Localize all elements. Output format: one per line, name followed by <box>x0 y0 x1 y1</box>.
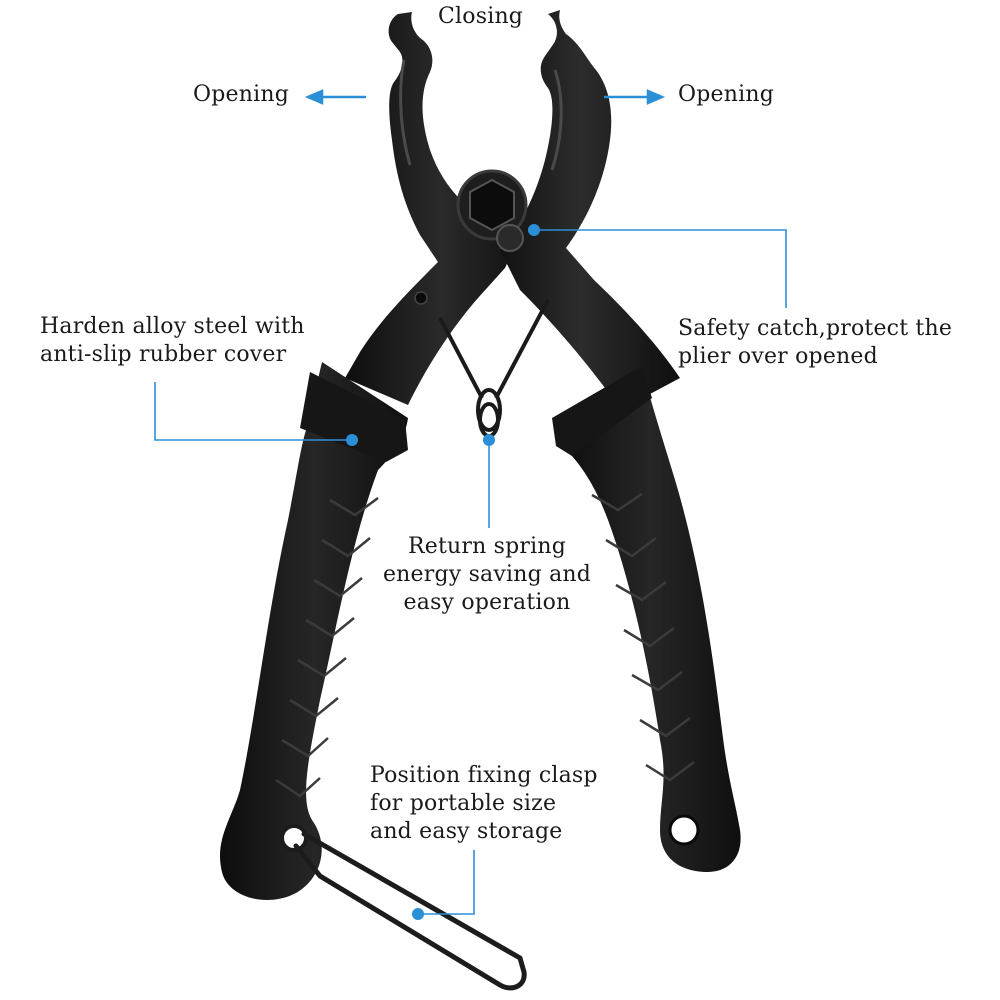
label-opening-left: Opening <box>193 82 289 107</box>
label-spring: Return spring energy saving and easy ope… <box>382 534 592 615</box>
left-jaw <box>345 12 520 405</box>
label-harden: Harden alloy steel with anti-slip rubber… <box>40 314 305 367</box>
label-clasp: Position fixing clasp for portable size … <box>370 763 598 844</box>
label-closing: Closing <box>438 4 524 29</box>
label-safety: Safety catch,protect the plier over open… <box>678 316 953 369</box>
rivet-left <box>414 291 428 305</box>
right-handle <box>552 366 741 872</box>
callout-safety <box>528 224 787 308</box>
arrow-left-icon <box>304 89 366 105</box>
fixing-clasp <box>280 824 527 991</box>
safety-pin <box>496 224 524 252</box>
label-opening-right: Opening <box>678 82 774 107</box>
return-spring <box>438 299 550 438</box>
hang-hole <box>668 814 700 846</box>
left-handle <box>219 362 408 901</box>
arrow-right-icon <box>604 89 666 105</box>
pivot-nut <box>469 178 515 232</box>
callout-spring <box>483 434 495 528</box>
callout-harden <box>154 382 358 446</box>
right-jaw <box>500 10 680 410</box>
callout-clasp <box>412 850 475 920</box>
plier-head <box>345 10 680 410</box>
